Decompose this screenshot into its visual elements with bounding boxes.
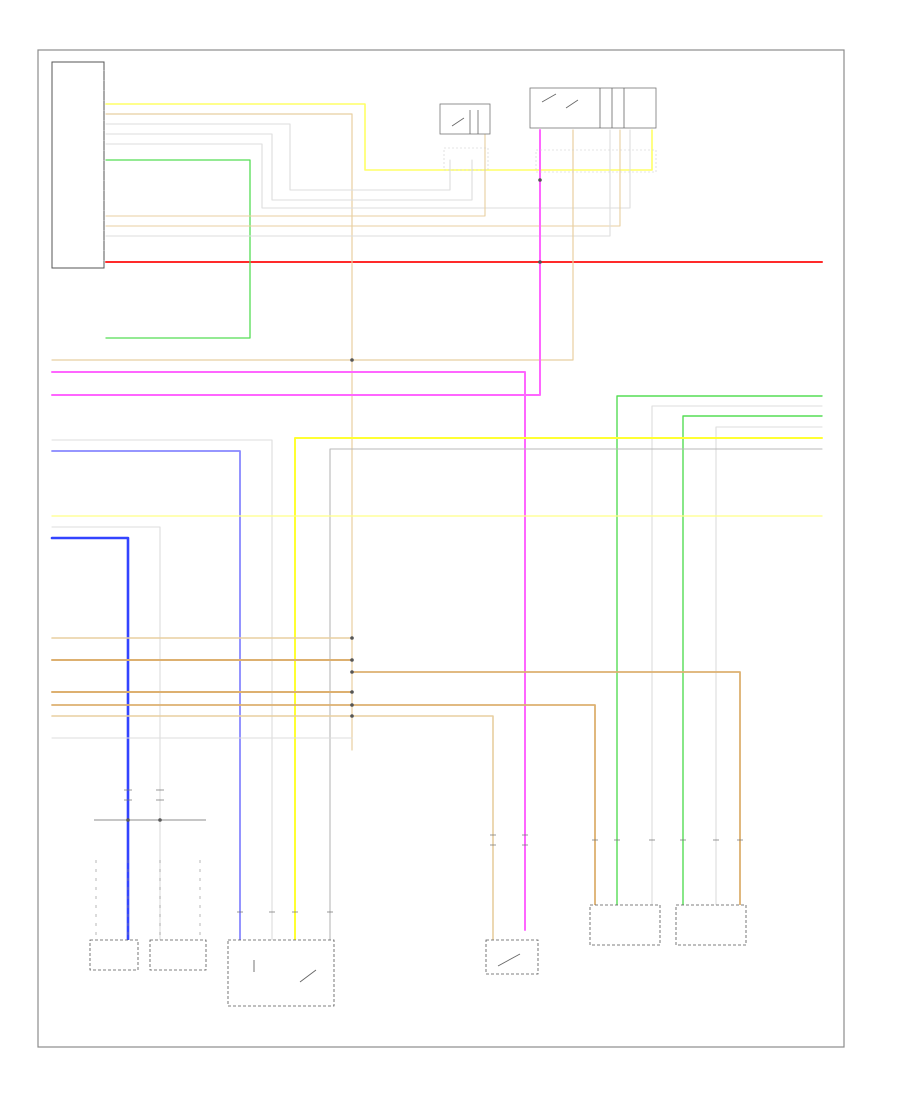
splice-dot — [350, 358, 354, 362]
wire-green-right-1 — [616, 395, 823, 906]
left-module-body — [51, 61, 105, 269]
wire-gray-right-2 — [715, 426, 823, 906]
bottom-sensor-2 — [149, 819, 207, 971]
sensor-4-body — [675, 904, 747, 946]
top-switch-a — [439, 103, 491, 171]
splice-dot — [350, 658, 354, 662]
bottom-sensor-3 — [589, 904, 661, 946]
wire-gray-left-2 — [51, 526, 161, 941]
wire-pink-2 — [51, 129, 541, 396]
left-control-module — [51, 61, 105, 269]
wire-tan-mid-2 — [105, 129, 621, 227]
wire-green-top — [105, 159, 251, 339]
connector-mark — [490, 834, 528, 846]
sensor-2-body — [149, 939, 207, 971]
splice-dot — [350, 690, 354, 694]
sensor-2-pins — [159, 860, 201, 940]
wire-gray-top-2 — [105, 133, 473, 201]
diagram-border — [37, 49, 845, 1048]
wires — [50, 103, 823, 942]
wire-tan-mid-1 — [105, 129, 486, 217]
center-module-body — [227, 939, 335, 1007]
splice-dot — [350, 714, 354, 718]
splices — [126, 178, 542, 822]
wire-gray-mid — [105, 129, 611, 237]
wire-gray-left-1 — [51, 439, 273, 941]
wire-tan-top-1 — [105, 113, 353, 751]
top-switch-b-connector — [535, 149, 657, 173]
wire-green-right-2 — [682, 415, 823, 906]
switch-mid-body — [485, 939, 539, 975]
wire-tan-low-3 — [351, 671, 741, 906]
wire-pink-1 — [51, 371, 526, 931]
top-switch-b-body — [529, 87, 657, 129]
switch-mid-contact — [497, 953, 521, 967]
wire-tan-low-5 — [51, 704, 596, 906]
connector-mark — [124, 789, 164, 801]
wire-yellow-right — [294, 437, 823, 941]
bottom-sensor-4 — [675, 904, 747, 946]
splice-dot — [538, 178, 542, 182]
splice-dot — [350, 703, 354, 707]
top-switch-a-body — [439, 103, 491, 135]
top-switch-b — [529, 87, 657, 173]
wire-tan-low-6 — [51, 715, 494, 941]
wire-gray-right-1 — [651, 405, 823, 906]
sensor-3-body — [589, 904, 661, 946]
connector-marks — [124, 789, 743, 913]
splice-dot — [538, 260, 542, 264]
wire-yellow-top — [105, 103, 653, 171]
splice-dot — [350, 670, 354, 674]
wire-tan-right-switch — [51, 129, 574, 361]
wire-gray-top-1 — [105, 123, 451, 191]
wire-gray-top-3 — [105, 129, 631, 209]
bottom-sensor-1 — [89, 819, 162, 971]
bottom-center-module — [227, 939, 335, 1007]
center-module-switch — [253, 960, 317, 983]
top-switch-a-contact — [451, 110, 479, 134]
splice-dot — [350, 636, 354, 640]
sensor-1-body — [89, 939, 139, 971]
wire-blue-left-1 — [51, 450, 241, 941]
top-switch-a-connector — [443, 147, 489, 171]
top-switch-b-contacts — [541, 88, 625, 128]
sensor-1-pins — [95, 860, 129, 940]
bottom-switch-mid — [485, 939, 539, 975]
wire-gray-right-3 — [329, 448, 823, 941]
wire-blue-left-2 — [50, 536, 130, 942]
